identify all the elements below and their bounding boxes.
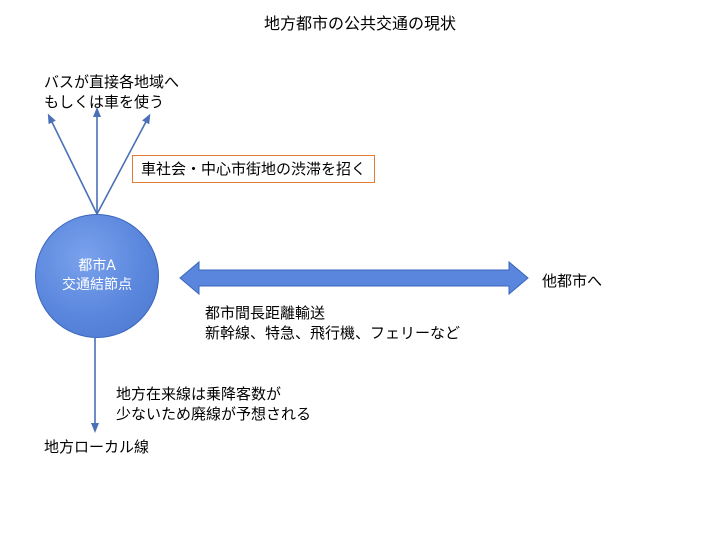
city-a-node: 都市A 交通結節点 [35, 214, 159, 338]
local-rail-note-line-2: 少ないため廃線が予想される [116, 405, 312, 423]
other-city-label: 他都市へ [542, 272, 603, 290]
diagram-title: 地方都市の公共交通の現状 [263, 14, 456, 33]
local-rail-note-line-1: 地方在来線は乗降客数が [116, 385, 282, 403]
bus-car-note: バスが直接各地域へ もしくは車を使う [44, 72, 179, 112]
congestion-warning-box: 車社会・中心市街地の渋滞を招く [132, 155, 376, 183]
city-a-label: 都市A [78, 258, 116, 274]
long-distance-note-line-1: 都市間長距離輸送 [205, 304, 326, 322]
arrow-up-left [47, 113, 98, 215]
bus-car-note-line-1: バスが直接各地域へ [44, 73, 180, 91]
long-distance-note-line-2: 新幹線、特急、飛行機、フェリーなど [205, 324, 461, 342]
local-line-label: 地方ローカル線 [44, 438, 150, 456]
long-distance-note: 都市間長距離輸送 新幹線、特急、飛行機、フェリーなど [205, 303, 460, 343]
local-rail-note: 地方在来線は乗降客数が 少ないため廃線が予想される [116, 384, 311, 424]
double-arrow-intercity [179, 260, 529, 296]
arrow-up-right [96, 113, 151, 215]
bus-car-note-line-2: もしくは車を使う [44, 93, 165, 111]
transport-hub-label: 交通結節点 [62, 277, 132, 293]
